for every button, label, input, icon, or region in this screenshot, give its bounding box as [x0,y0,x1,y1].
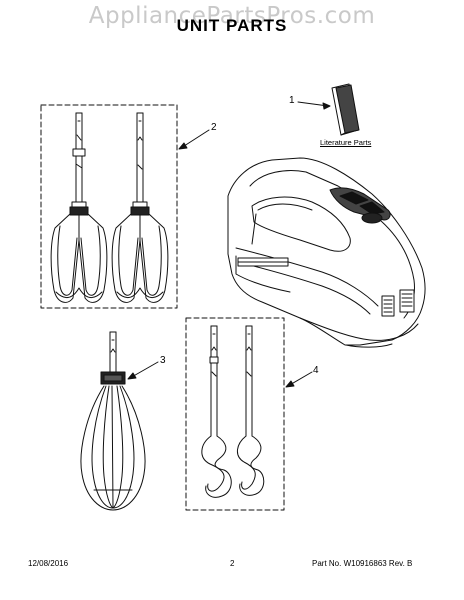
literature-booklet [331,83,360,136]
mixer-body [227,157,426,348]
dashed-box-dough-hooks [185,317,285,511]
page-title: UNIT PARTS [176,16,288,35]
callout-leader-4 [285,371,313,388]
dough-hook-right [237,325,265,496]
callout-2: 2 [211,122,217,133]
literature-parts-label: Literature Parts [320,138,372,147]
whisk [80,331,146,511]
footer-part-number: Part No. W10916863 Rev. B [312,559,413,568]
callout-leader-2 [178,129,210,150]
dough-hook-left [201,325,232,498]
watermark: AppliancePartsPros.com [88,3,376,29]
dashed-box-beaters [40,104,178,309]
callout-3: 3 [160,355,166,366]
footer-date: 12/08/2016 [28,559,69,568]
callout-4: 4 [313,365,319,376]
callout-leader-3 [127,361,159,380]
beater-right [111,112,169,303]
beater-left [50,112,108,303]
footer-page-number: 2 [230,559,235,568]
callout-1: 1 [289,95,295,106]
callout-leader-1 [297,101,331,110]
